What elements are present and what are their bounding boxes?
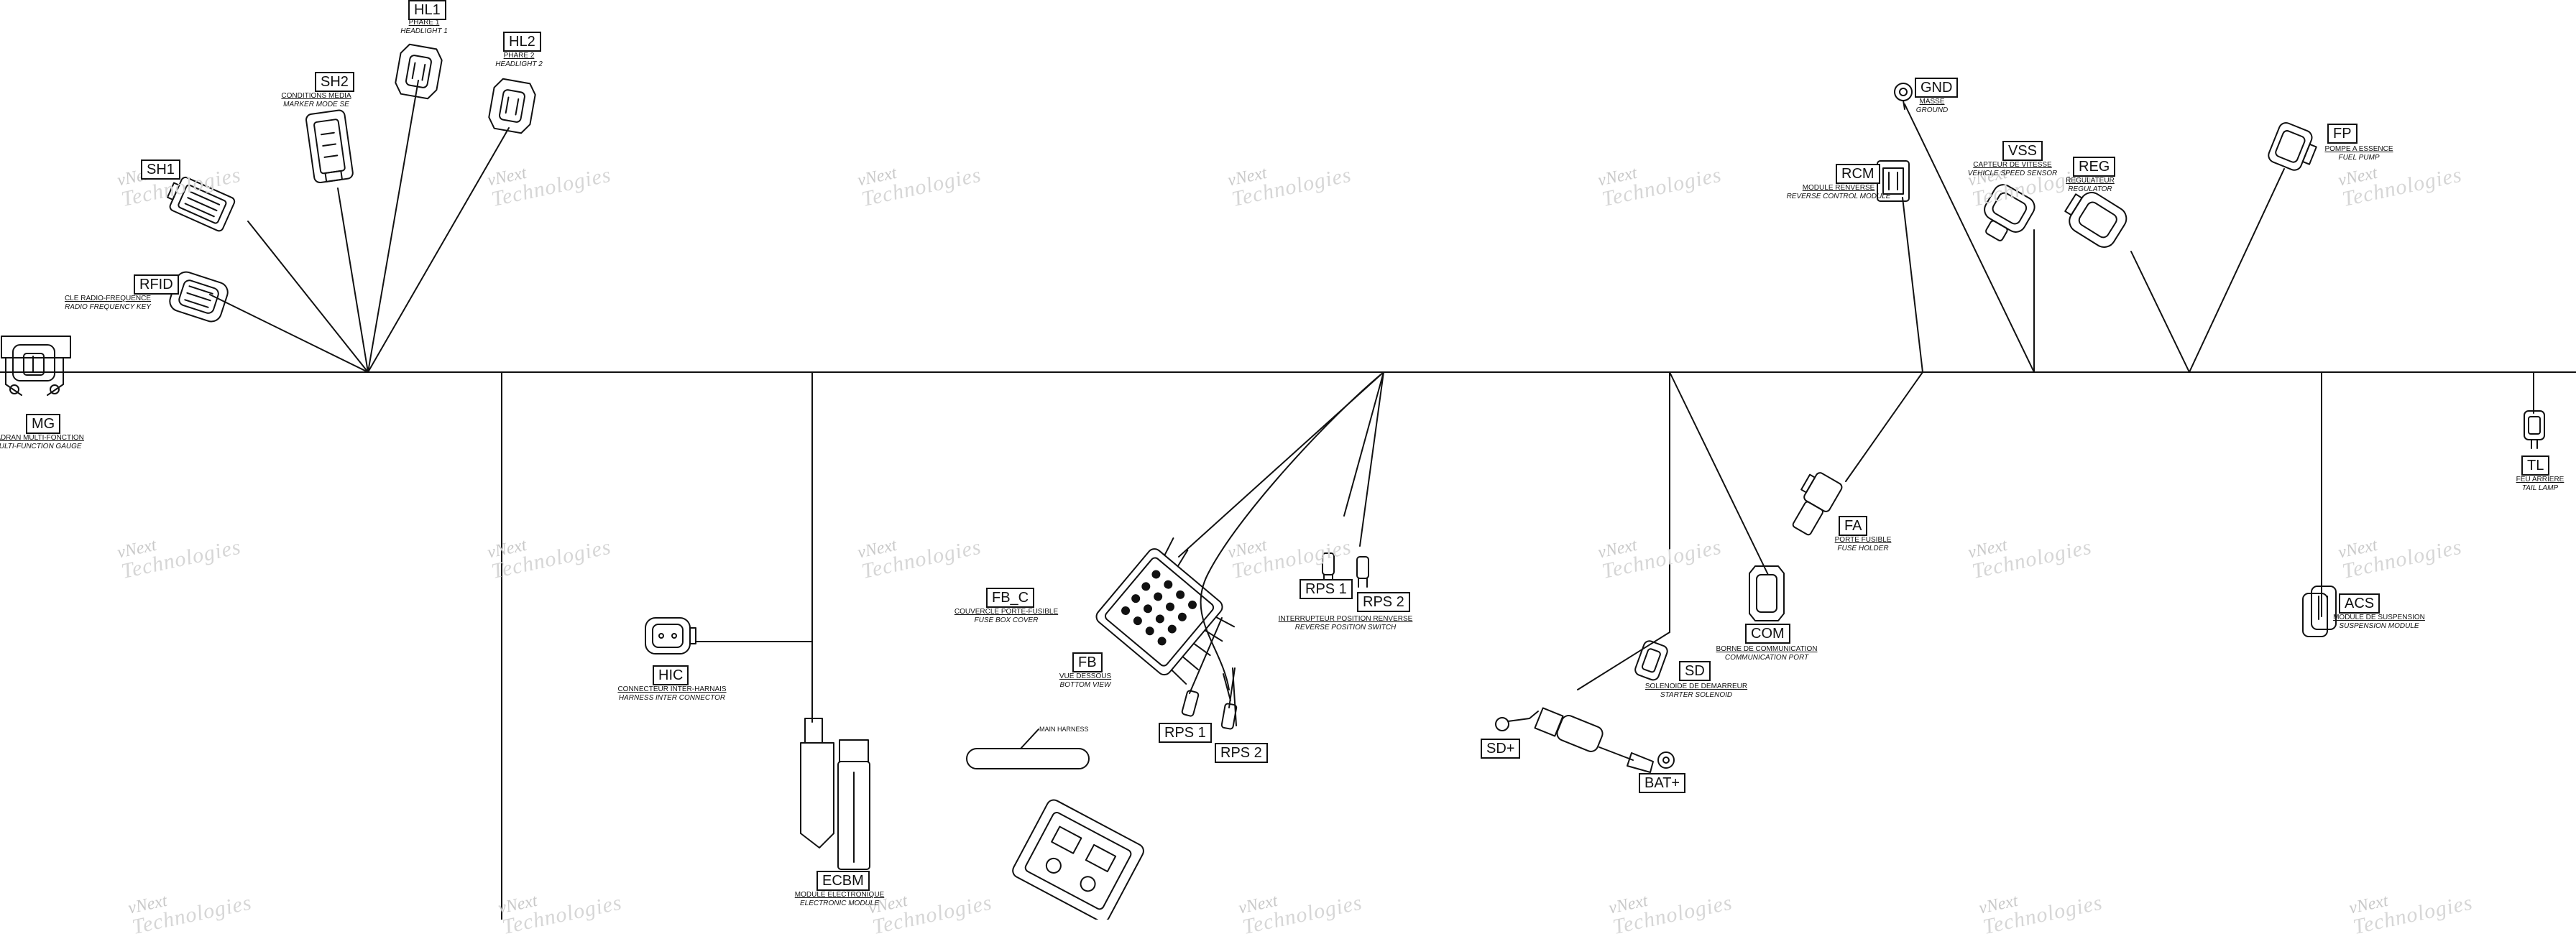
connector-code-fp: FP xyxy=(2327,124,2358,144)
connector-code-ecbm: ECBM xyxy=(816,871,870,891)
fp-fuel-pump-drawing xyxy=(2268,122,2317,171)
sd-connector-drawing xyxy=(1634,640,1668,681)
starter-cable-drawing xyxy=(1495,707,1675,773)
mg-connector-drawing xyxy=(1,336,71,396)
fa-fuse-holder-drawing xyxy=(1792,472,1843,536)
rfid-connector-drawing xyxy=(169,271,229,323)
connector-code-hl1: HL1 xyxy=(408,0,446,20)
connector-code-rcm: RCM xyxy=(1836,164,1880,184)
connector-code-tl: TL xyxy=(2521,455,2550,476)
ground-ring-terminal-drawing xyxy=(1894,83,1913,110)
connector-code-mg: MG xyxy=(26,414,61,434)
bottom-view-module-drawing xyxy=(966,728,1144,920)
hic-connector-drawing xyxy=(645,617,696,654)
connector-code-sh1: SH1 xyxy=(141,159,180,180)
hl1-connector-drawing xyxy=(395,43,443,100)
tl-tail-lamp-drawing xyxy=(2524,410,2545,449)
connector-code-fbc: FB_C xyxy=(986,588,1035,608)
connector-code-rps1-upper: RPS 1 xyxy=(1300,579,1353,599)
sh2-connector-drawing xyxy=(305,109,354,184)
fuse-box-drawing xyxy=(1095,537,1236,685)
connector-code-rps1-lower: RPS 1 xyxy=(1159,723,1212,743)
vss-sensor-drawing xyxy=(1984,184,2036,241)
main-harness-note: MAIN HARNESS xyxy=(1039,726,1089,733)
connector-code-hic: HIC xyxy=(653,665,689,685)
connector-code-rfid: RFID xyxy=(134,274,179,295)
connector-code-acs: ACS xyxy=(2339,593,2380,614)
connector-code-vss: VSS xyxy=(2002,141,2043,161)
rps-lower-drawing xyxy=(1181,690,1238,730)
ecbm-module-drawing xyxy=(800,718,870,870)
connector-code-sh2: SH2 xyxy=(315,72,354,92)
connector-code-rps2-lower: RPS 2 xyxy=(1215,743,1268,763)
connector-code-com: COM xyxy=(1745,624,1790,644)
connector-code-reg: REG xyxy=(2073,157,2116,177)
harness-branches xyxy=(209,80,2534,920)
acs-module-drawing xyxy=(2302,586,2337,637)
connector-code-sd: SD xyxy=(1679,661,1711,681)
connector-code-fb: FB xyxy=(1072,652,1103,672)
connector-code-sd-plus: SD+ xyxy=(1481,739,1521,759)
connector-code-bat-plus: BAT+ xyxy=(1639,773,1686,793)
connector-code-rps2-upper: RPS 2 xyxy=(1357,592,1410,612)
connector-code-gnd: GND xyxy=(1915,78,1959,98)
connector-code-hl2: HL2 xyxy=(503,32,541,52)
reg-regulator-drawing xyxy=(2064,192,2128,248)
hl2-connector-drawing xyxy=(488,78,536,134)
wiring-diagram xyxy=(0,43,2576,920)
connector-code-fa: FA xyxy=(1839,516,1868,536)
sh1-connector-drawing xyxy=(167,176,236,232)
com-connector-drawing xyxy=(1749,565,1785,621)
